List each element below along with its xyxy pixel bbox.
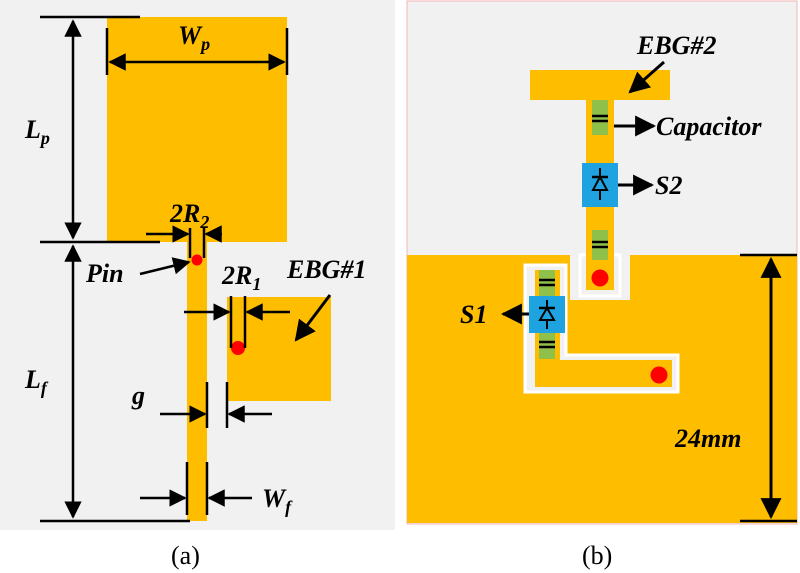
l-strip-via	[650, 366, 668, 384]
ebg2-label: EBG#2	[636, 31, 716, 60]
r2-label: 2R2	[169, 199, 209, 232]
caption-b: (b)	[582, 541, 612, 570]
panel-a: Wp Lp Lf 2R2 Pin 2R1 EBG#1 g	[0, 0, 395, 570]
s1-label: S1	[460, 300, 487, 329]
wp-label: Wp	[178, 21, 210, 54]
ebg1-arrow	[294, 294, 332, 342]
lf-label: Lf	[24, 365, 49, 398]
capacitor-top	[592, 100, 608, 135]
switch-s1	[529, 296, 565, 333]
ebg1-via	[231, 341, 245, 355]
feed-line	[187, 242, 207, 521]
ebg2-arrow	[628, 60, 665, 94]
wf-label: Wf	[262, 484, 293, 517]
pin-label: Pin	[85, 259, 124, 288]
capacitor-middle	[592, 230, 608, 260]
switch-s2	[582, 163, 618, 207]
s2-label: S2	[655, 171, 682, 200]
caption-a: (a)	[171, 541, 200, 570]
r1-label: 2R1	[221, 261, 261, 294]
capacitor-left-bottom	[539, 333, 555, 359]
dim-24mm-label: 24mm	[674, 424, 741, 453]
ebg1-label: EBG#1	[286, 255, 366, 284]
capacitor-label: Capacitor	[656, 112, 762, 141]
lp-label: Lp	[24, 115, 50, 148]
pin-via	[191, 254, 203, 266]
ebg2-via	[591, 269, 609, 287]
g-label: g	[131, 381, 145, 410]
pin-arrow	[139, 257, 191, 276]
capacitor-left-top	[539, 270, 555, 296]
panel-b: EBG#2 Capacitor S2 S1 24mm (b)	[406, 0, 798, 570]
